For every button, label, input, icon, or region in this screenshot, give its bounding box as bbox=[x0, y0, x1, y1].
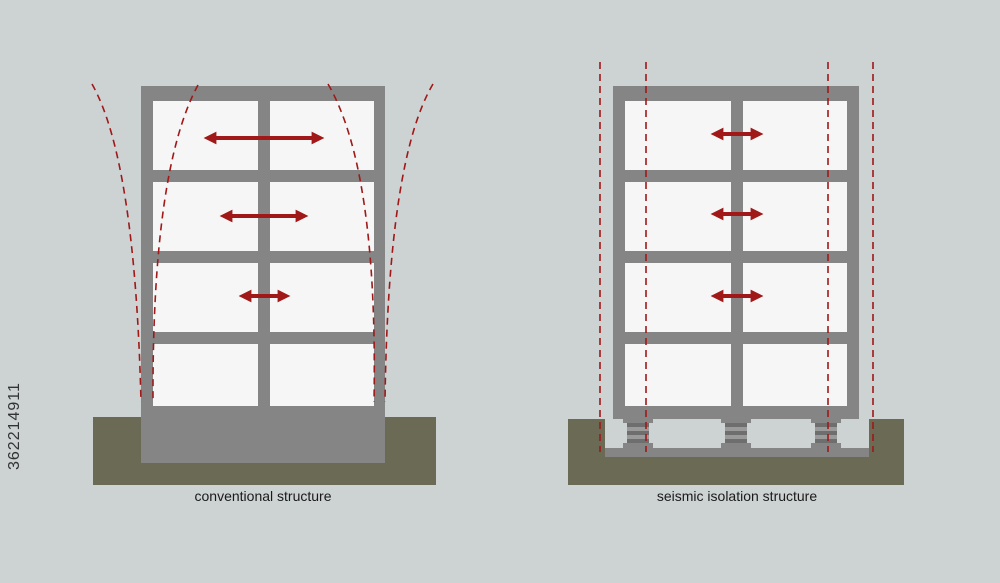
conventional-structure bbox=[91, 83, 436, 485]
caption-isolation: seismic isolation structure bbox=[656, 488, 818, 504]
isolator-bearing bbox=[811, 418, 841, 448]
force-arrows-right bbox=[710, 127, 764, 303]
drift-lines-right bbox=[599, 62, 874, 452]
drift-lines-left bbox=[91, 83, 434, 403]
isolator-bearing bbox=[721, 418, 751, 448]
rooms-left bbox=[153, 101, 374, 406]
isolation-structure bbox=[568, 62, 904, 485]
isolators bbox=[623, 418, 841, 448]
foundation-left bbox=[141, 407, 385, 463]
force-arrows-left bbox=[203, 131, 325, 303]
isolator-bearing bbox=[623, 418, 653, 448]
base-slab bbox=[605, 448, 869, 457]
side-id-text: 362214911 bbox=[6, 382, 23, 470]
caption-conventional: conventional structure bbox=[194, 488, 332, 504]
